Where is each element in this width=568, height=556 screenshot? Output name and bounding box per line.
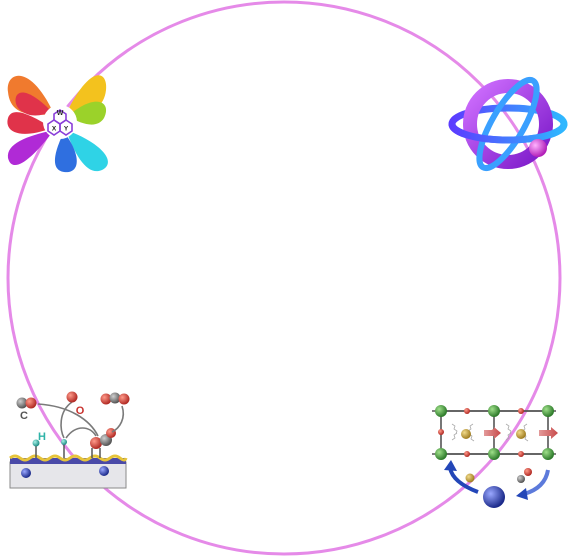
logo-letter-x: X: [52, 126, 57, 133]
logo-letter-y: Y: [64, 126, 69, 133]
cycle-ring: [6, 0, 562, 556]
crystal-lattice-icon: [432, 405, 558, 508]
colorful-molecule-logo-icon: W X Y: [7, 75, 108, 173]
surface-catalysis-icon: C O H: [9, 391, 130, 489]
label-hydrogen: H: [38, 431, 46, 443]
logo-letter-w: W: [57, 110, 64, 117]
label-carbon: C: [20, 410, 28, 422]
atom-orbit-icon: [448, 76, 568, 172]
label-oxygen: O: [76, 405, 85, 417]
